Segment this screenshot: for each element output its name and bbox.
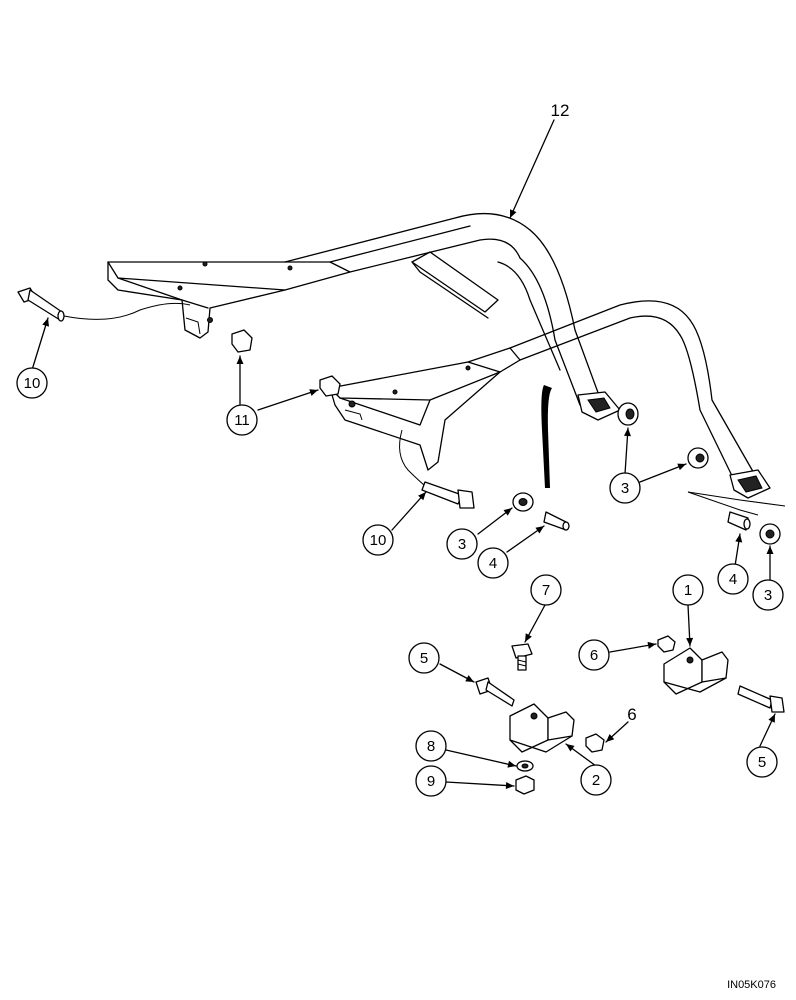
callout-11a: 11	[226, 404, 258, 436]
callout-8: 8	[415, 730, 447, 762]
callout-2: 2	[580, 764, 612, 796]
leader-line	[687, 491, 759, 516]
nut-part-9	[515, 775, 535, 795]
callout-5a-text: 5	[420, 650, 428, 667]
callout-4b-text: 4	[729, 571, 737, 588]
callout-9-text: 9	[427, 773, 435, 790]
arrowhead	[768, 714, 775, 723]
sleeve-part-4b	[727, 511, 751, 531]
bushing-part-3a	[512, 492, 534, 512]
bushing-part-3d	[759, 523, 781, 545]
nut-part-11a	[231, 329, 253, 353]
arrowhead	[503, 508, 512, 516]
arrowhead	[766, 546, 774, 554]
arrowheads	[42, 209, 775, 790]
bolt-part-5a	[475, 677, 515, 707]
callout-7-text: 7	[542, 582, 550, 599]
arrowhead	[42, 318, 49, 327]
bolt-part-5b	[737, 685, 785, 713]
arrowhead	[686, 637, 694, 646]
callout-3a-text: 3	[458, 536, 466, 553]
callout-10b: 10	[362, 524, 394, 556]
callout-6a-text: 6	[590, 647, 598, 664]
arrowhead	[505, 782, 514, 790]
callout-3c: 3	[752, 579, 784, 611]
figure-code: IN05K076	[727, 979, 776, 991]
bolt-part-10a	[17, 287, 65, 322]
callout-2-text: 2	[592, 772, 600, 789]
arrowhead	[623, 428, 631, 437]
bracket-part-2	[509, 703, 575, 753]
part-12-label: 12	[551, 101, 570, 120]
callout-6a: 6	[578, 639, 610, 671]
black-hose	[541, 385, 552, 488]
leader-curve	[63, 302, 191, 320]
callout-9: 9	[415, 765, 447, 797]
callout-7: 7	[530, 574, 562, 606]
callout-4a-text: 4	[489, 555, 497, 572]
arrowhead	[606, 734, 615, 742]
nut-part-6b	[585, 733, 605, 753]
arrowhead	[647, 641, 656, 649]
nut-part-11b	[319, 375, 341, 397]
arrowhead	[510, 209, 517, 218]
arrowhead	[525, 633, 532, 642]
arrowhead	[418, 492, 426, 501]
roll-bar-frame	[107, 212, 771, 499]
bushing-part-3b	[617, 402, 639, 426]
label-6b: 6	[627, 705, 636, 724]
callout-3b-text: 3	[621, 480, 629, 497]
callout-3c-text: 3	[764, 587, 772, 604]
leader-line	[687, 491, 786, 507]
callout-8-text: 8	[427, 738, 435, 755]
callout-10a: 10	[16, 367, 48, 399]
callout-3a: 3	[446, 528, 478, 560]
callout-11a-text: 11	[234, 412, 250, 429]
nut-part-6a	[657, 635, 676, 653]
callout-10b-text: 10	[370, 532, 387, 549]
bracket-part-1	[663, 647, 729, 695]
callout-5b-text: 5	[758, 754, 766, 771]
arrowhead	[535, 526, 544, 534]
arrowhead	[309, 389, 318, 396]
arrowhead	[236, 356, 244, 364]
callout-10a-text: 10	[24, 375, 41, 392]
arrowhead	[507, 760, 516, 768]
bolt-part-10b	[421, 481, 475, 509]
screw-part-7	[511, 643, 533, 671]
arrowhead	[677, 463, 686, 471]
callout-1-text: 1	[684, 582, 692, 599]
arrowhead	[465, 675, 474, 682]
callout-5b: 5	[746, 746, 778, 778]
leader-arrows	[31, 119, 776, 787]
callout-3b: 3	[609, 472, 641, 504]
callout-5a: 5	[408, 642, 440, 674]
arrowhead	[566, 744, 575, 752]
washer-part-8	[516, 760, 534, 772]
arrowhead	[735, 534, 743, 543]
callout-4b: 4	[717, 563, 749, 595]
callout-1: 1	[672, 574, 704, 606]
sleeve-part-4a	[543, 511, 570, 531]
bushing-part-3c	[687, 447, 709, 469]
callout-4a: 4	[477, 547, 509, 579]
